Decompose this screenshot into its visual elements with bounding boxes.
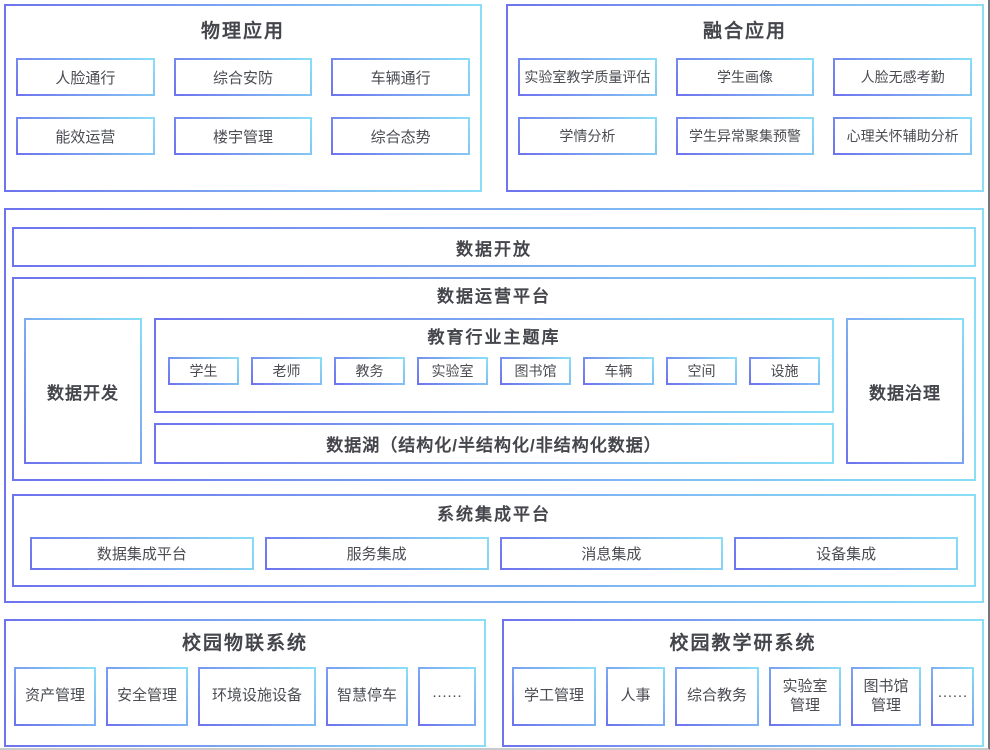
theme-library-title: 教育行业主题库 xyxy=(427,328,561,347)
integration-row: 数据集成平台 服务集成 消息集成 设备集成 xyxy=(30,537,958,570)
theme-item-vehicle: 车辆 xyxy=(583,357,654,385)
iot-item-more: ······ xyxy=(418,667,476,726)
app-item-psych-care: 心理关怀辅助分析 xyxy=(833,117,972,155)
app-item-lab-quality: 实验室教学质量评估 xyxy=(518,58,657,96)
source-systems-layer: 校园物联系统 资产管理 安全管理 环境设施设备 智慧停车 ······ 校园教学… xyxy=(4,619,984,747)
app-item-face-attendance: 人脸无感考勤 xyxy=(833,58,972,96)
app-item-security: 综合安防 xyxy=(173,58,313,96)
iot-item-parking: 智慧停车 xyxy=(326,667,408,726)
tr-item-student-affairs: 学工管理 xyxy=(512,667,596,726)
tr-item-hr: 人事 xyxy=(606,667,665,726)
campus-iot-panel: 校园物联系统 资产管理 安全管理 环境设施设备 智慧停车 ······ xyxy=(4,619,486,747)
int-item-device: 设备集成 xyxy=(734,537,958,570)
app-item-student-profile: 学生画像 xyxy=(675,58,815,96)
theme-item-lab: 实验室 xyxy=(417,357,488,385)
int-item-service: 服务集成 xyxy=(264,537,489,570)
app-item-face-access: 人脸通行 xyxy=(16,58,155,96)
app-item-vehicle-access: 车辆通行 xyxy=(331,58,470,96)
data-lake-box: 数据湖（结构化/半结构化/非结构化数据） xyxy=(154,423,834,464)
integration-platform: 系统集成平台 数据集成平台 服务集成 消息集成 设备集成 xyxy=(12,494,976,587)
int-item-message: 消息集成 xyxy=(499,537,724,570)
data-ops-platform: 数据运营平台 数据开发 教育行业主题库 学生 老师 教务 实验室 图书馆 车辆 … xyxy=(12,277,976,481)
theme-item-facility: 设施 xyxy=(749,357,820,385)
tr-item-library-mgmt: 图书馆 管理 xyxy=(851,667,921,726)
physical-apps-panel: 物理应用 人脸通行 综合安防 车辆通行 能效运营 楼宇管理 综合态势 xyxy=(4,4,482,192)
theme-item-student: 学生 xyxy=(168,357,239,385)
application-layer: 物理应用 人脸通行 综合安防 车辆通行 能效运营 楼宇管理 综合态势 融合应用 … xyxy=(4,4,984,192)
data-ops-center: 教育行业主题库 学生 老师 教务 实验室 图书馆 车辆 空间 设施 数据湖（结构… xyxy=(154,318,834,464)
theme-item-library: 图书馆 xyxy=(500,357,571,385)
fusion-apps-grid: 实验室教学质量评估 学生画像 人脸无感考勤 学情分析 学生异常聚集预警 心理关怀… xyxy=(508,58,982,155)
teaching-research-title: 校园教学研系统 xyxy=(669,633,817,654)
tr-item-academic: 综合教务 xyxy=(675,667,759,726)
integration-title: 系统集成平台 xyxy=(437,505,551,524)
app-item-building: 楼宇管理 xyxy=(173,117,313,155)
data-open-bar: 数据开放 xyxy=(12,227,976,267)
fusion-apps-title: 融合应用 xyxy=(702,21,787,42)
iot-item-safety: 安全管理 xyxy=(106,667,188,726)
theme-library-row: 学生 老师 教务 实验室 图书馆 车辆 空间 设施 xyxy=(156,357,832,385)
iot-item-asset: 资产管理 xyxy=(14,667,96,726)
data-ops-body: 数据开发 教育行业主题库 学生 老师 教务 实验室 图书馆 车辆 空间 设施 xyxy=(24,318,964,464)
tr-item-more: ······ xyxy=(931,667,974,726)
int-item-data: 数据集成平台 xyxy=(30,537,254,570)
data-dev-box: 数据开发 xyxy=(24,318,142,464)
data-platform-container: 数据开放 数据运营平台 数据开发 教育行业主题库 学生 老师 教务 实验室 图书… xyxy=(4,208,984,603)
teaching-research-row: 学工管理 人事 综合教务 实验室 管理 图书馆 管理 ······ xyxy=(504,667,982,726)
theme-item-teacher: 老师 xyxy=(251,357,322,385)
fusion-apps-panel: 融合应用 实验室教学质量评估 学生画像 人脸无感考勤 学情分析 学生异常聚集预警… xyxy=(506,4,984,192)
tr-item-lab-mgmt: 实验室 管理 xyxy=(769,667,841,726)
app-item-learning-analysis: 学情分析 xyxy=(518,117,657,155)
iot-item-environment: 环境设施设备 xyxy=(198,667,316,726)
physical-apps-grid: 人脸通行 综合安防 车辆通行 能效运营 楼宇管理 综合态势 xyxy=(6,58,480,155)
data-governance-box: 数据治理 xyxy=(846,318,964,464)
theme-item-academic: 教务 xyxy=(334,357,405,385)
theme-library-box: 教育行业主题库 学生 老师 教务 实验室 图书馆 车辆 空间 设施 xyxy=(154,318,834,413)
campus-iot-title: 校园物联系统 xyxy=(181,633,308,654)
app-item-energy: 能效运营 xyxy=(16,117,155,155)
app-item-gathering-warning: 学生异常聚集预警 xyxy=(675,117,815,155)
theme-item-space: 空间 xyxy=(666,357,737,385)
physical-apps-title: 物理应用 xyxy=(200,21,285,42)
data-ops-title: 数据运营平台 xyxy=(437,287,551,306)
app-item-situation: 综合态势 xyxy=(331,117,470,155)
campus-iot-row: 资产管理 安全管理 环境设施设备 智慧停车 ······ xyxy=(6,667,484,726)
teaching-research-panel: 校园教学研系统 学工管理 人事 综合教务 实验室 管理 图书馆 管理 ·····… xyxy=(502,619,984,747)
